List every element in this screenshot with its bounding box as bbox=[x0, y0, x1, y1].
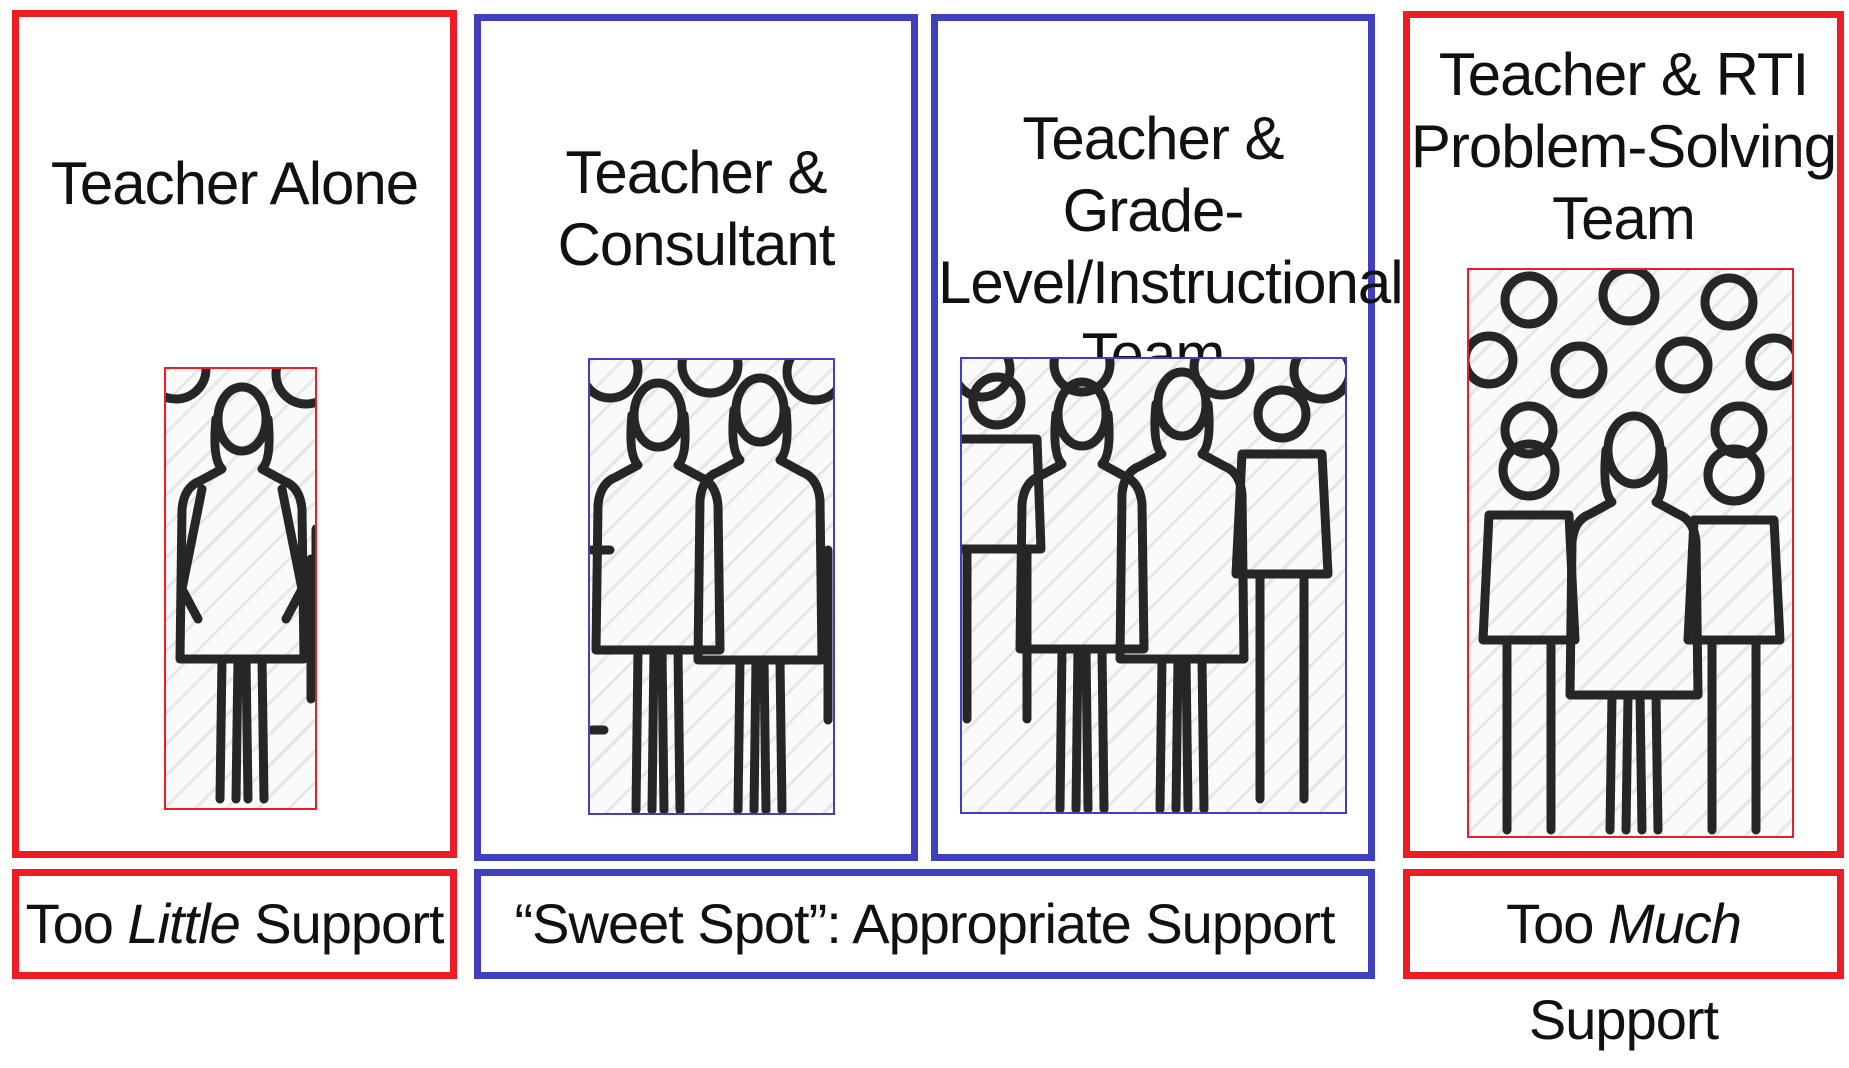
panel-title: Teacher Alone bbox=[50, 150, 419, 217]
people-group-icon bbox=[164, 367, 317, 810]
panel-title: Teacher & RTI Problem-Solving Team bbox=[1410, 41, 1837, 252]
people-group-icon bbox=[588, 358, 835, 815]
too-little-support-label: Too Little Support bbox=[12, 869, 457, 979]
panel-teacher-alone: Teacher Alone bbox=[12, 10, 457, 858]
panel-teacher-grade-level-team: Teacher & Grade- Level/Instructional Tea… bbox=[931, 14, 1404, 861]
people-group-icon bbox=[960, 357, 1347, 814]
sweet-spot-label: “Sweet Spot”: Appropriate Support bbox=[474, 869, 1375, 979]
panel-title: Teacher & Consultant bbox=[557, 139, 836, 278]
panel-teacher-rti-team: Teacher & RTI Problem-Solving Team bbox=[1403, 11, 1844, 858]
panel-teacher-consultant: Teacher & Consultant bbox=[474, 14, 918, 861]
panel-title: Teacher & Grade- Level/Instructional Tea… bbox=[938, 105, 1404, 388]
too-much-support-label: Too Much Support bbox=[1403, 869, 1844, 1051]
people-group-icon bbox=[1467, 268, 1794, 838]
